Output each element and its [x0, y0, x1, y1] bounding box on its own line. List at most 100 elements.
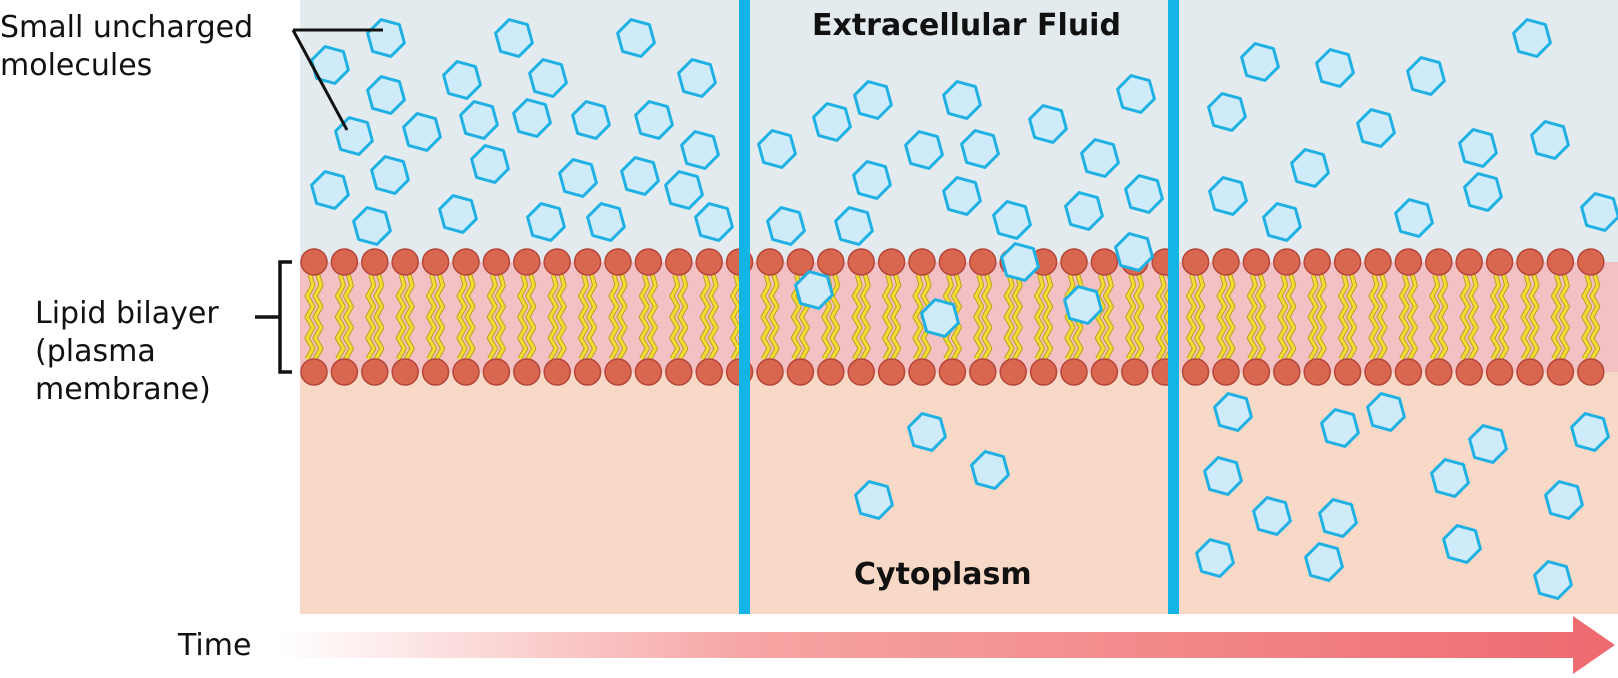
lipid-tail-pair: [973, 274, 993, 361]
lipid-head: [847, 248, 875, 276]
lipid-head: [999, 358, 1027, 386]
molecule-hexagon: [834, 206, 874, 246]
lipid-head: [1242, 358, 1271, 386]
lipid-head: [1364, 248, 1392, 276]
molecule-hexagon: [694, 202, 734, 242]
molecule-hexagon: [970, 450, 1010, 490]
lipid-head: [391, 248, 419, 276]
molecule-hexagon: [442, 60, 482, 100]
lipid-head: [543, 358, 571, 386]
bilayer-bracket: [255, 260, 292, 374]
molecule-hexagon: [366, 75, 406, 115]
lipid-head: [1394, 358, 1423, 386]
molecule-hexagon: [812, 102, 852, 142]
lipid-tail-pair: [1216, 274, 1236, 361]
molecule-hexagon: [1262, 202, 1302, 242]
molecule-hexagon: [920, 298, 960, 338]
molecule-hexagon: [960, 129, 1000, 169]
molecule-hexagon: [1064, 191, 1104, 231]
lipid-tail-pair: [1277, 274, 1297, 361]
molecule-hexagon: [1207, 92, 1247, 132]
lipid-tail-pair: [1307, 274, 1327, 361]
molecule-hexagon: [526, 202, 566, 242]
molecule-hexagon: [1318, 498, 1358, 538]
lipid-head: [513, 248, 541, 276]
lipid-head: [361, 358, 389, 386]
lipid-tail-pair: [395, 274, 415, 361]
lipid-head: [1060, 358, 1088, 386]
molecule-hexagon: [402, 112, 442, 152]
molecule-hexagon: [438, 194, 478, 234]
molecule-hexagon: [310, 45, 350, 85]
lipid-tail-pair: [1490, 274, 1510, 361]
molecules-label: Small uncharged molecules: [0, 10, 254, 83]
molecule-hexagon: [852, 160, 892, 200]
molecule-hexagon: [1213, 392, 1253, 432]
molecule-hexagon: [853, 80, 893, 120]
lipid-head: [969, 358, 997, 386]
molecule-hexagon: [586, 202, 626, 242]
lipid-head: [1577, 248, 1605, 276]
lipid-head: [421, 358, 450, 386]
lipid-head: [1577, 358, 1605, 386]
molecule-hexagon: [459, 100, 499, 140]
molecule-hexagon: [757, 129, 797, 169]
molecule-hexagon: [794, 270, 834, 310]
lipid-tail-pair: [1550, 274, 1570, 361]
lipid-head: [482, 358, 511, 386]
lipid-head: [1394, 248, 1423, 276]
panel-divider-1: [739, 0, 750, 614]
lipid-head: [300, 358, 328, 386]
molecule-hexagon: [907, 412, 947, 452]
lipid-head: [452, 358, 480, 386]
lipid-tail-pair: [1398, 274, 1418, 361]
lipid-head: [513, 358, 541, 386]
lipid-tail-pair: [426, 274, 446, 361]
lipid-head: [452, 248, 480, 276]
time-arrow: [280, 616, 1615, 674]
molecule-hexagon: [494, 18, 534, 58]
lipid-head: [756, 358, 784, 386]
lipid-head: [361, 248, 389, 276]
molecules: [310, 18, 1618, 600]
lipid-head: [908, 358, 936, 386]
lipid-head: [1485, 248, 1514, 276]
leader-lines: [255, 28, 383, 374]
lipid-tail-pair: [760, 274, 780, 361]
lipid-head: [695, 358, 723, 386]
lipid-head: [1273, 358, 1301, 386]
lipid-head: [1546, 248, 1575, 276]
molecule-hexagon: [1570, 412, 1610, 452]
molecule-hexagon: [616, 18, 656, 58]
lipid-tail-pair: [1246, 274, 1266, 361]
lipid-tail-pair: [669, 274, 689, 361]
molecule-hexagon: [1356, 108, 1396, 148]
lipid-tail-pair: [456, 274, 476, 361]
molecule-hexagon: [1442, 524, 1482, 564]
molecule-hexagon: [1114, 232, 1154, 272]
molecule-hexagon: [677, 58, 717, 98]
lipid-head: [1455, 358, 1483, 386]
lipid-head: [1485, 358, 1514, 386]
molecule-hexagon: [1116, 74, 1156, 114]
molecule-hexagon: [1530, 120, 1570, 160]
lipid-head: [1516, 358, 1544, 386]
lipid-head: [1333, 248, 1362, 276]
molecule-hexagon: [470, 144, 510, 184]
molecule-hexagon: [1000, 242, 1040, 282]
bilayer-label: Lipid bilayer (plasma membrane): [35, 296, 219, 407]
lipid-head: [330, 248, 359, 276]
lipid-head: [817, 358, 845, 386]
molecule-hexagon: [1063, 285, 1103, 325]
molecule-hexagon: [904, 130, 944, 170]
molecule-hexagon: [370, 155, 410, 195]
molecule-hexagon: [634, 100, 674, 140]
lipid-head: [634, 248, 663, 276]
lipid-tail-pair: [578, 274, 598, 361]
molecule-hexagon: [558, 158, 598, 198]
lipid-tail-pair: [1368, 274, 1388, 361]
lipid-head: [1212, 248, 1240, 276]
molecule-hexagon: [1430, 458, 1470, 498]
lipid-head: [604, 248, 632, 276]
lipid-tail-pair: [547, 274, 567, 361]
